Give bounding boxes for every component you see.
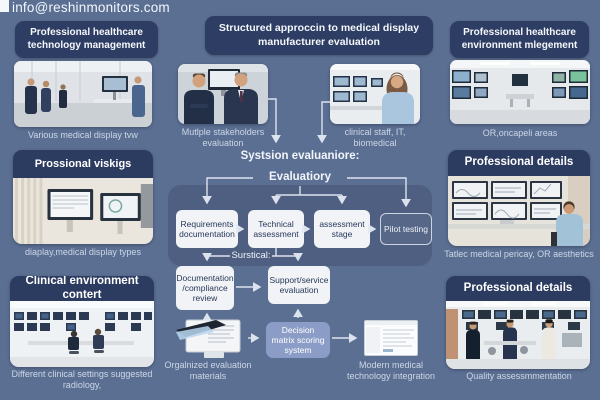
flow-box-support-service: Support/service evaluation xyxy=(268,266,330,304)
photo-or-room xyxy=(450,60,590,124)
flow-label: Evaluatiory xyxy=(269,171,331,183)
caption-clinical-staff: clinical staff, IT, biomedical xyxy=(344,127,406,149)
photo-showroom xyxy=(14,61,152,127)
card-display-types-title: Prossional viskigs xyxy=(13,150,153,178)
card-professional-details-2-title: Professional details xyxy=(446,276,590,301)
flow-box-requirements: Requirements documentation xyxy=(176,210,238,248)
contact-email: info@reshinmonitors.com xyxy=(12,0,170,15)
flow-section-header: Systsion evaluaniore: xyxy=(240,150,360,162)
card-professional-details-1-title: Professional details xyxy=(448,150,590,176)
photo-clinical-staff xyxy=(330,64,420,124)
caption-clinical-settings: Different clinical settings suggested ra… xyxy=(11,369,153,391)
photo-wall-displays xyxy=(13,178,153,244)
card-clinical-context: Clinical environment contert xyxy=(10,276,154,367)
caption-quality-assessment: Quality assessmmentation xyxy=(466,371,572,381)
photo-clinical-controlroom xyxy=(10,301,154,367)
caption-evaluation-materials: Orgalnized evaluation materials xyxy=(164,360,252,382)
photo-stakeholders xyxy=(178,64,268,124)
card-professional-details-2: Professional details xyxy=(446,276,590,369)
scanner-image xyxy=(174,318,246,358)
card-professional-details-1: Professional details xyxy=(448,150,590,246)
card-clinical-context-title: Clinical environment contert xyxy=(10,276,154,301)
badge-top-left: Professional healthcare technology manag… xyxy=(15,21,158,58)
caption-display-types: diaplay,medical display types xyxy=(25,247,141,257)
badge-top-center: Structured approccin to medical display … xyxy=(205,16,433,55)
badge-top-right: Professional healthcare environment mleg… xyxy=(450,21,589,58)
flow-box-pilot-testing: Pilot testing xyxy=(380,213,432,245)
card-display-types: Prossional viskigs xyxy=(13,150,153,244)
flow-box-assessment-stage: assessment stage xyxy=(314,210,370,248)
caption-technology-integration: Modern medical technology integration xyxy=(346,360,436,382)
spreadsheet-image xyxy=(364,320,418,356)
caption-or-areas: OR,oncapeli areas xyxy=(482,128,558,138)
flow-box-decision-matrix: Decision matrix scoring system xyxy=(266,322,330,358)
flow-box-documentation-review: Documentation /compliance review xyxy=(176,266,234,310)
caption-or-aesthetics: Tatlec medical pericay, OR aesthetics xyxy=(444,249,594,259)
photo-workstation xyxy=(448,176,590,246)
flow-sub-label: Surstical: xyxy=(231,250,271,261)
photo-monitoring-room xyxy=(446,301,590,369)
caption-various-displays: Various medical display tvw xyxy=(28,130,138,140)
caption-stakeholders: Mutlple stakeholders evaluation xyxy=(181,127,265,149)
flow-box-technical: Technical assessment xyxy=(248,210,304,248)
corner-artifact xyxy=(0,0,9,12)
